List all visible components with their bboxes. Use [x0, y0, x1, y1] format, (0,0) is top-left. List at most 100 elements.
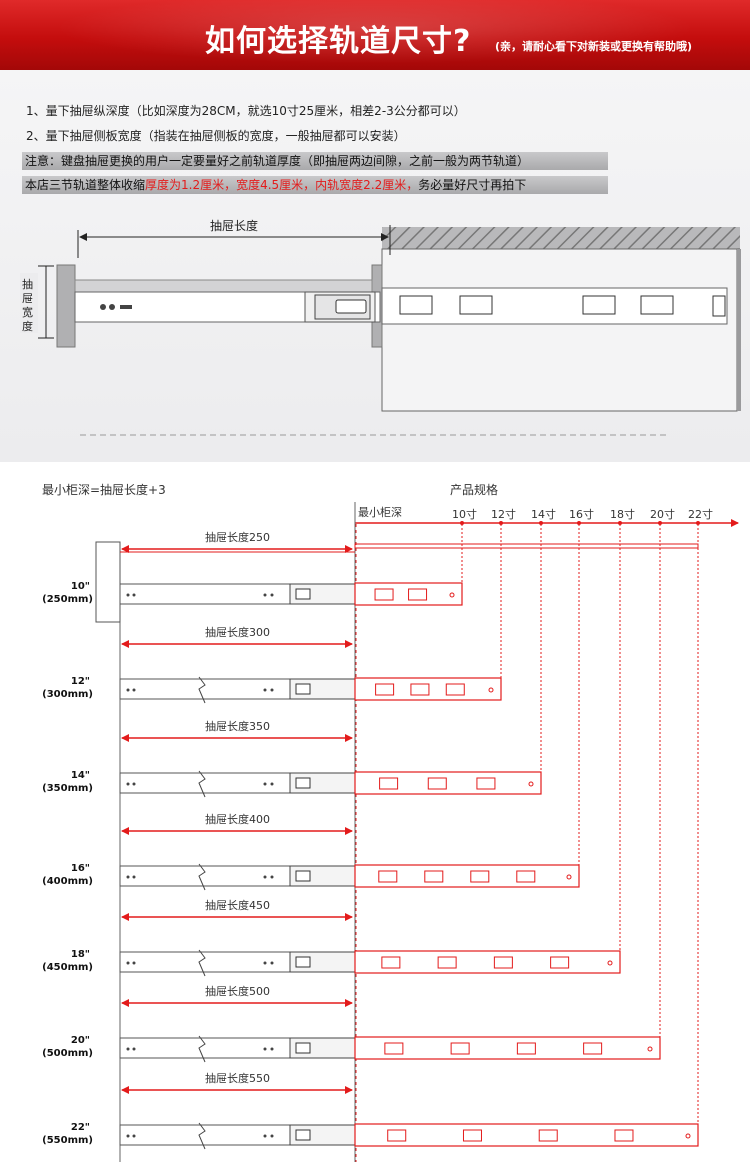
rail-screw-d-3 [270, 875, 274, 879]
rail-lock-4 [295, 956, 311, 968]
size-mm-3: (400mm) [42, 876, 93, 887]
rail-screw-c-1 [263, 688, 267, 692]
outer-hole-2-2 [476, 777, 496, 790]
drawer-length-label-1: 抽屉长度300 [205, 625, 270, 639]
tick-label-1: 12寸 [491, 507, 516, 521]
rail-hole-3 [582, 295, 616, 315]
drawer-width-label-4: 度 [22, 319, 33, 333]
outer-hole-2-1 [427, 777, 447, 790]
rail-slot [120, 305, 132, 309]
drawer-length-label-6: 抽屉长度550 [205, 1071, 270, 1085]
cabinet-depth-line [354, 543, 699, 549]
rail-screw-d-5 [270, 1047, 274, 1051]
width-label-bg [20, 273, 38, 333]
tick-label-2: 14寸 [531, 507, 556, 521]
size-mm-1: (300mm) [42, 689, 93, 700]
outer-hole-5-1 [450, 1042, 470, 1055]
rail-screw-d-2 [270, 782, 274, 786]
rail-screw-b-4 [132, 961, 136, 965]
measure-guide-panel: 1、量下抽屉纵深度（比如深度为28CM，就选10寸25厘米，相差2-3公分都可以… [0, 70, 750, 462]
outer-hole-3-1 [424, 870, 444, 883]
rail-screw-a-6 [126, 1134, 130, 1138]
spec-bar: 本店三节轨道整体收缩厚度为1.2厘米，宽度4.5厘米，内轨宽度2.2厘米，务必量… [22, 176, 608, 194]
break-mark-6 [198, 1122, 206, 1150]
break-mark-1 [198, 676, 206, 704]
outer-hole-6-0 [387, 1129, 407, 1142]
cabinet-side [737, 249, 741, 411]
tick-label-0: 10寸 [452, 507, 477, 521]
min-depth-label: 最小柜深 [358, 506, 402, 519]
outer-hole-1-2 [445, 683, 465, 696]
outer-rail-4 [354, 950, 621, 974]
rail-screw-b-2 [132, 782, 136, 786]
drawer-length-label-4: 抽屉长度450 [205, 898, 270, 912]
outer-hole-5-3 [583, 1042, 603, 1055]
rail-screw-d-6 [270, 1134, 274, 1138]
spec-suffix: 务必量好尺寸再拍下 [418, 178, 527, 192]
outer-hole-0-0 [374, 588, 394, 601]
tick-dot-4 [618, 521, 622, 525]
rail-hole-4 [640, 295, 674, 315]
rail-screw-c-0 [263, 593, 267, 597]
drawer-length-label-5: 抽屉长度500 [205, 984, 270, 998]
notice-bar: 注意：键盘抽屉更换的用户一定要量好之前轨道厚度（即抽屉两边间隙，之前一般为两节轨… [22, 152, 608, 170]
tick-dot-6 [696, 521, 700, 525]
instruction-step-1: 1、量下抽屉纵深度（比如深度为28CM，就选10寸25厘米，相差2-3公分都可以… [26, 104, 466, 118]
rail-screw-2 [109, 304, 115, 310]
rows-group: 10"(250mm)抽屉长度25012"(300mm)抽屉长度30014"(35… [42, 530, 699, 1150]
drawer-length-label-0: 抽屉长度250 [205, 530, 270, 544]
tick-dot-0 [460, 521, 464, 525]
rail-hole-1 [399, 295, 433, 315]
outer-hole-4-2 [493, 956, 513, 969]
outer-rail-5 [354, 1036, 661, 1060]
size-inch-0: 10" [71, 581, 90, 592]
drawer-diagram: 抽屉长度 抽 屉 宽 度 [20, 218, 741, 436]
rail-screw-d-4 [270, 961, 274, 965]
instruction-step-2: 2、量下抽屉侧板宽度（指装在抽屉侧板的宽度，一般抽屉都可以安装） [26, 129, 406, 143]
tick-dot-3 [577, 521, 581, 525]
size-inch-5: 20" [71, 1035, 90, 1046]
outer-rail-2 [354, 771, 542, 795]
outer-rail-3 [354, 864, 580, 888]
header-banner: 如何选择轨道尺寸? (亲，请耐心看下对新装或更换有帮助哦) [0, 0, 750, 70]
outer-hole-4-1 [437, 956, 457, 969]
drawer-width-label-1: 抽 [22, 277, 33, 291]
cabinet-body [381, 248, 738, 412]
rail-screw-d-0 [270, 593, 274, 597]
outer-hole-5-0 [384, 1042, 404, 1055]
outer-hole-4-3 [550, 956, 570, 969]
rail-lock-0 [295, 588, 311, 600]
rail-screw-a-5 [126, 1047, 130, 1051]
formula-label: 最小柜深=抽屉长度+3 [42, 482, 166, 497]
rail-end-hole-1 [488, 687, 494, 693]
size-mm-5: (500mm) [42, 1048, 93, 1059]
rail-screw-c-4 [263, 961, 267, 965]
outer-hole-6-1 [462, 1129, 482, 1142]
tick-dot-5 [658, 521, 662, 525]
outer-hole-6-3 [614, 1129, 634, 1142]
tick-label-6: 22寸 [688, 507, 713, 521]
break-mark-4 [198, 949, 206, 977]
outer-hole-0-1 [408, 588, 428, 601]
rail-screw-c-2 [263, 782, 267, 786]
drawer-width-label-2: 屉 [22, 292, 33, 305]
outer-hole-4-0 [381, 956, 401, 969]
rail-screw-a-3 [126, 875, 130, 879]
rail-end-hole-4 [607, 960, 613, 966]
rail-screw-1 [100, 304, 106, 310]
rail-screw-b-0 [132, 593, 136, 597]
outer-rail [381, 287, 728, 325]
outer-rail-1 [354, 677, 502, 701]
rail-screw-b-6 [132, 1134, 136, 1138]
drawer-front-panel [56, 264, 76, 348]
outer-hole-1-0 [375, 683, 395, 696]
size-mm-2: (350mm) [42, 783, 93, 794]
size-inch-3: 16" [71, 863, 90, 874]
outer-rail-holes [399, 295, 726, 317]
rail-end-hole-2 [528, 781, 534, 787]
rail-screw-c-6 [263, 1134, 267, 1138]
rail-end-hole-3 [566, 874, 572, 880]
break-mark-3 [198, 863, 206, 891]
rail-lock-3 [295, 870, 311, 882]
